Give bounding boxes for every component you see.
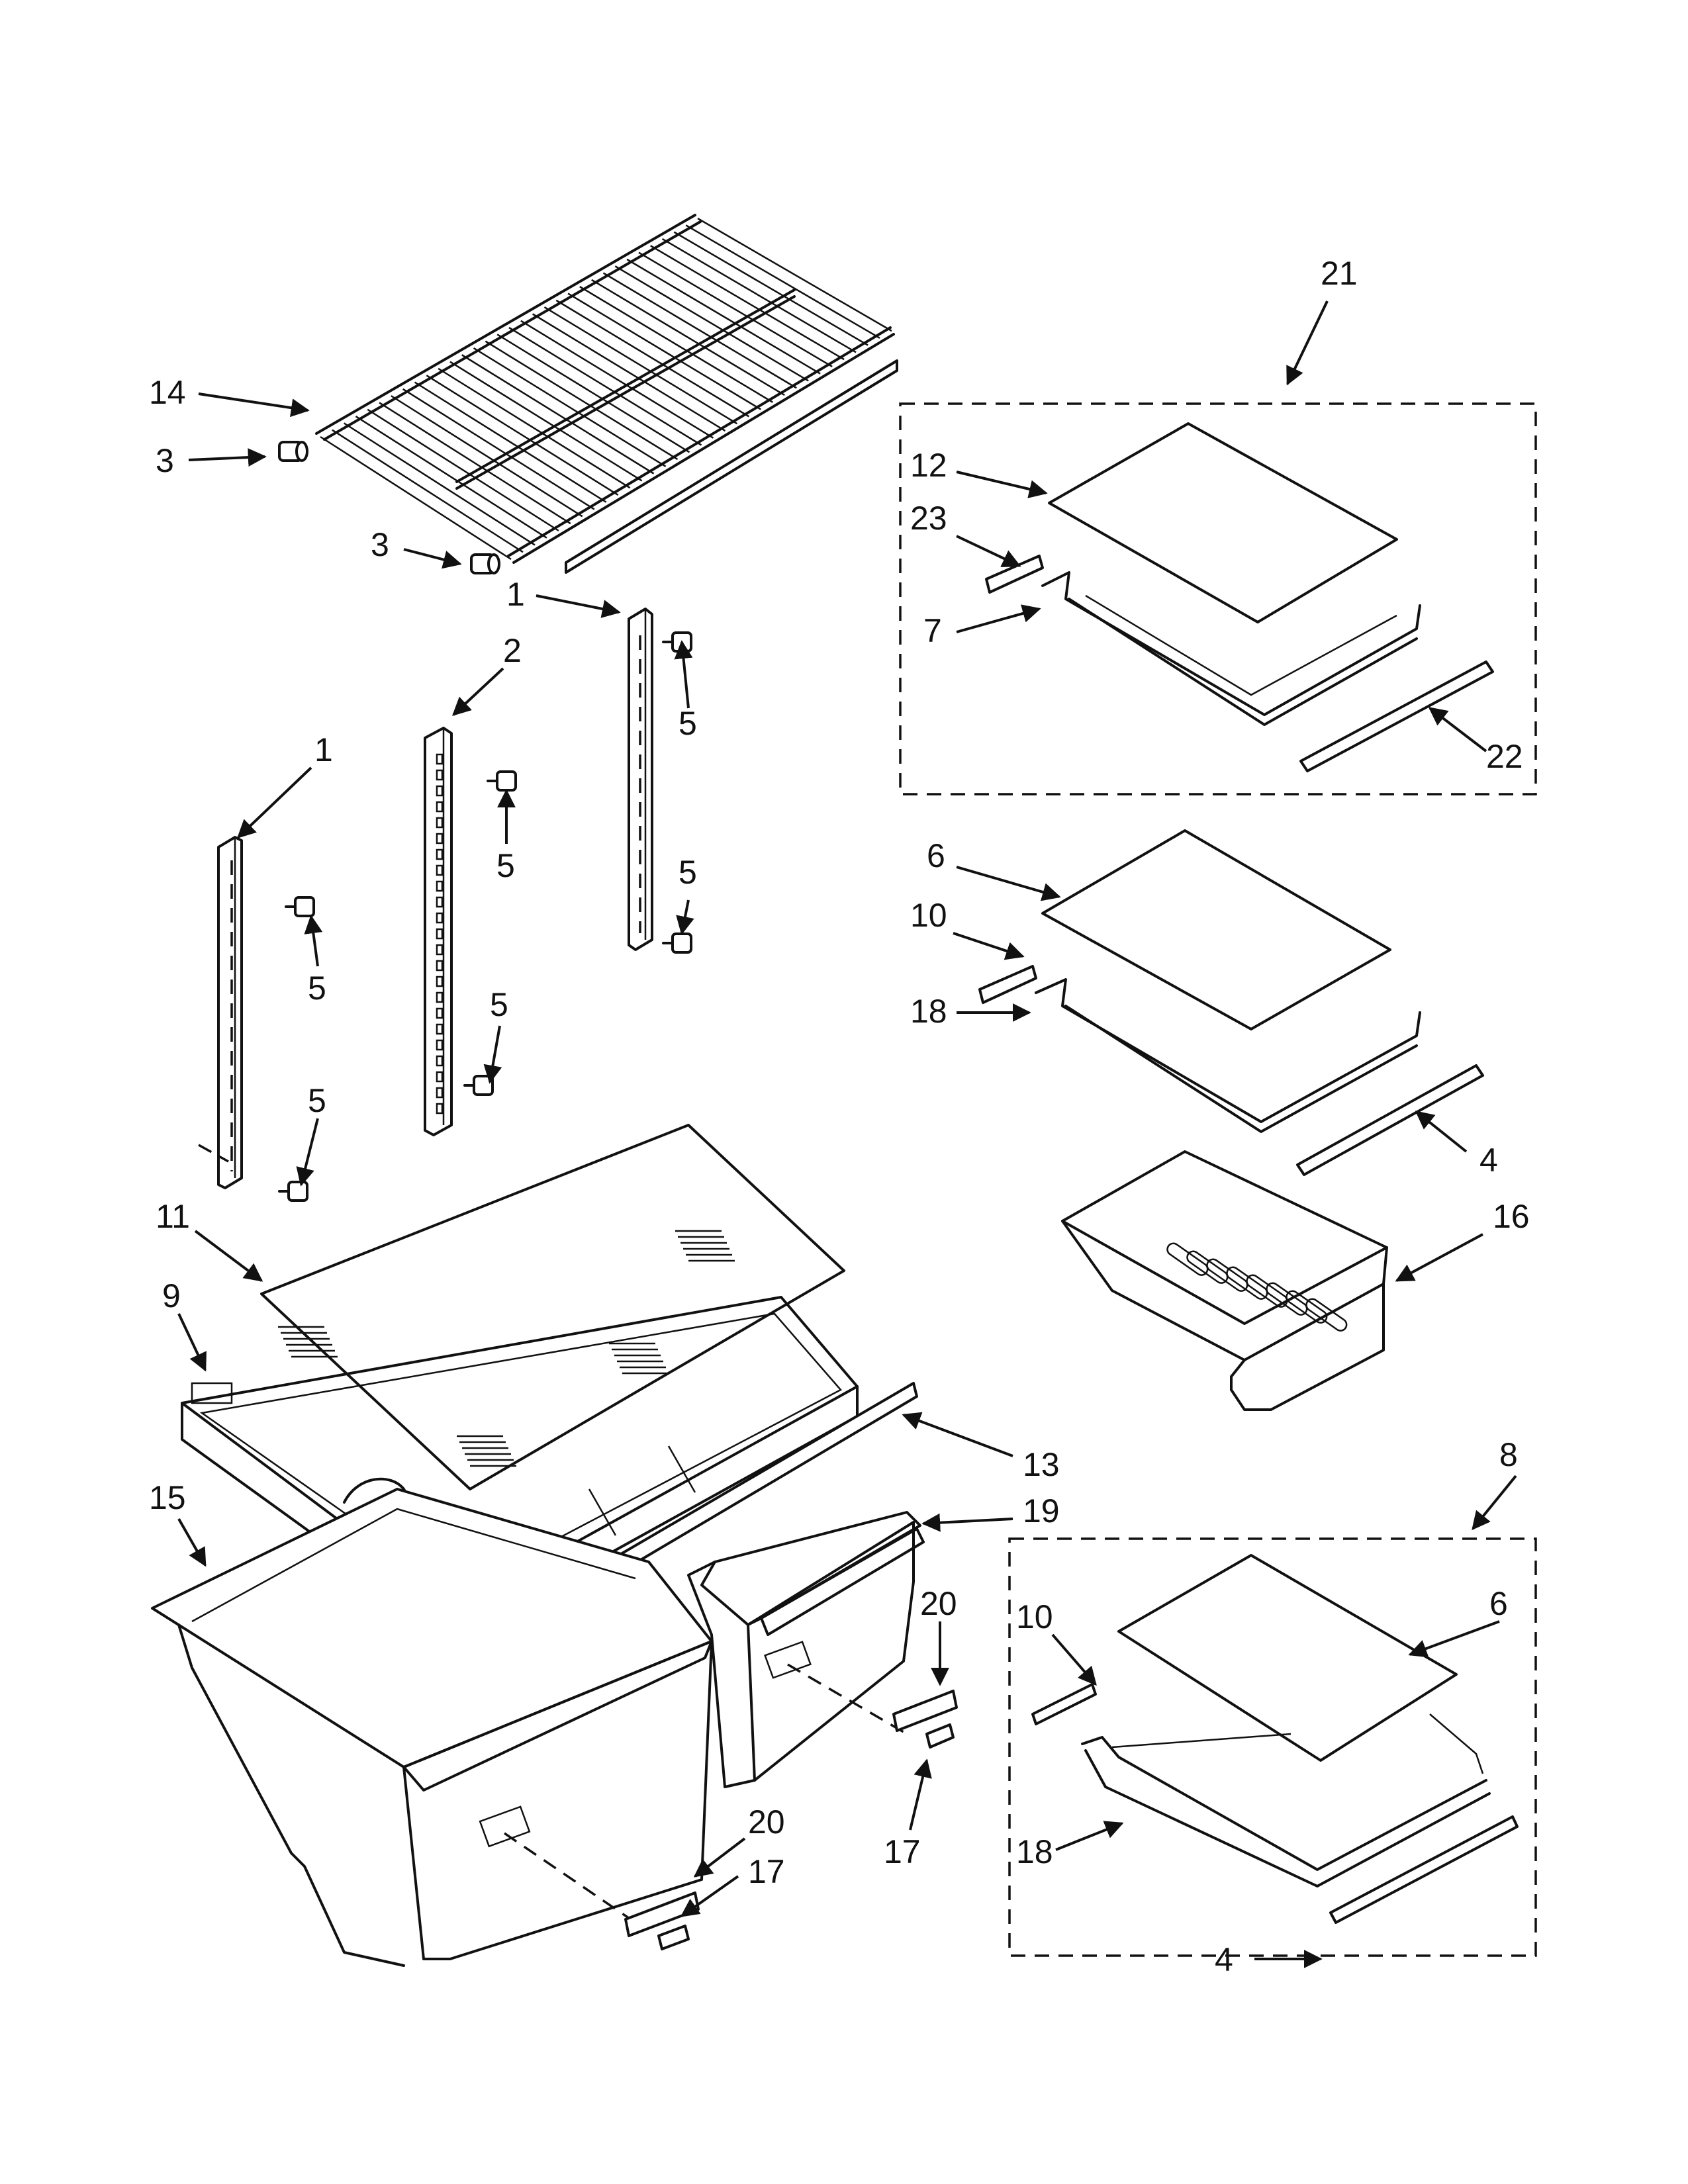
callout-17: 17 [748,1853,785,1890]
callout-15: 15 [149,1479,186,1516]
pan-label-bracket-right [892,1690,958,1749]
shelf-stopper-right [470,553,500,574]
callout-18: 18 [1016,1833,1053,1870]
callout-4: 4 [1215,1941,1233,1978]
callout-5: 5 [496,847,515,884]
screw-icon [662,631,692,653]
callout-1: 1 [314,731,333,768]
trim-23 [985,555,1044,594]
leader-lines [177,300,1517,1968]
callout-20: 20 [920,1585,957,1622]
callout-5: 5 [679,705,697,742]
screw-icon [285,896,315,917]
shelf-frame-18-lower [1081,1713,1491,1888]
wire-shelf [315,214,898,574]
callout-3: 3 [371,526,389,563]
callout-5: 5 [308,970,326,1007]
trim-4-lower [1329,1815,1519,1924]
callout-6: 6 [927,837,945,874]
drawer-16 [1061,1150,1388,1411]
trim-10 [978,965,1037,1004]
callout-5: 5 [308,1082,326,1119]
callout-22: 22 [1486,738,1523,775]
callout-13: 13 [1023,1446,1060,1483]
screw-icon [278,1181,308,1202]
callout-2: 2 [503,632,522,669]
callout-10: 10 [910,897,947,934]
callout-20: 20 [748,1803,785,1841]
callout-10: 10 [1016,1598,1053,1635]
callout-5: 5 [679,854,697,891]
shelf-ladder-right [628,608,653,951]
screw-icon [487,770,517,792]
callout-7: 7 [923,612,942,649]
callout-16: 16 [1493,1198,1530,1235]
screw-icon [662,933,692,954]
shelf-ladder-center [424,727,453,1136]
callout-6: 6 [1489,1585,1508,1622]
trim-22 [1299,660,1494,772]
assembly-box-8 [1008,1537,1537,1957]
crisper-pan-left [151,1488,713,1967]
callout-1: 1 [506,576,525,613]
callout-23: 23 [910,500,947,537]
crisper-pan-right [687,1511,925,1788]
shelf-frame-18 [1035,978,1421,1133]
callout-19: 19 [1023,1492,1060,1529]
callout-11: 11 [156,1198,190,1235]
screw-icon [463,1075,494,1096]
glass-6-lower [1117,1554,1458,1762]
callout-21: 21 [1321,255,1358,292]
shelf-frame-7 [1041,571,1421,726]
callout-9: 9 [162,1277,181,1314]
callout-4: 4 [1479,1142,1498,1179]
glass-12 [1048,422,1398,623]
trim-4 [1296,1064,1484,1176]
shelf-stopper-left [278,441,308,462]
callout-3: 3 [156,442,174,479]
callout-8: 8 [1499,1436,1518,1473]
callout-labels: 14 3 3 1 2 1 5 5 5 5 5 5 11 9 15 13 19 2… [149,255,1530,1978]
callout-18: 18 [910,993,947,1030]
trim-10-lower [1031,1683,1097,1725]
glass-shelf-11 [260,1124,845,1490]
assembly-box-21 [899,402,1537,796]
callout-17: 17 [884,1833,921,1870]
callout-14: 14 [149,374,186,411]
shelf-ladder-left [198,836,243,1189]
callout-5: 5 [490,986,508,1023]
callout-12: 12 [910,447,947,484]
glass-6 [1041,829,1391,1030]
